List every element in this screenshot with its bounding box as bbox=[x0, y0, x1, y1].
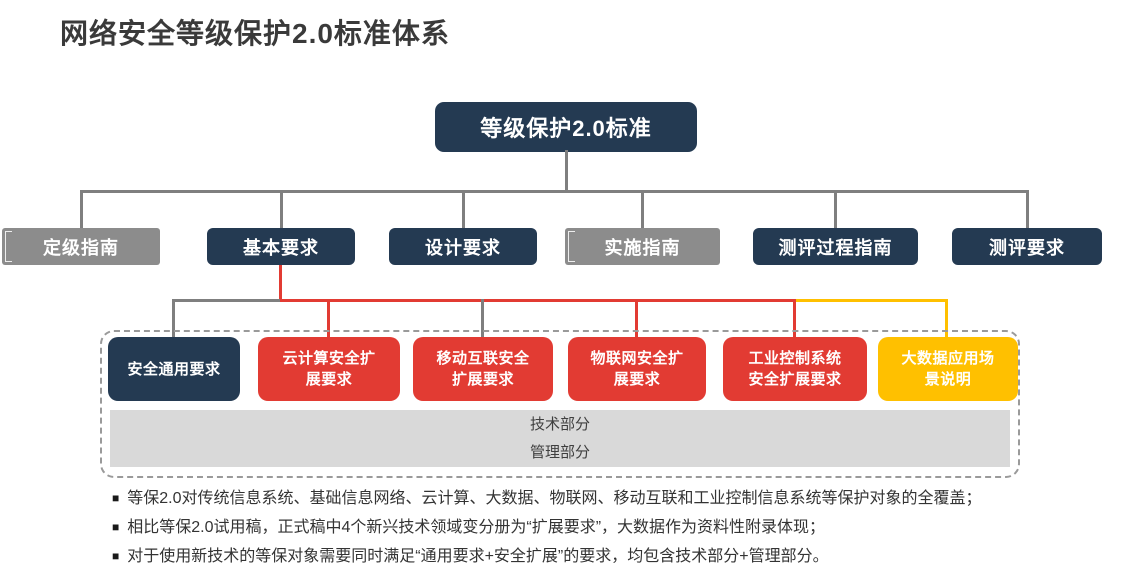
node-label-line: 云计算安全扩 bbox=[282, 350, 376, 367]
node-yidong-hulian-kuozhan: 移动互联安全 扩展要求 bbox=[413, 337, 553, 401]
node-label-line: 景说明 bbox=[924, 371, 972, 388]
note-item: ■ 等保2.0对传统信息系统、基础信息网络、云计算、大数据、物联网、移动互联和工… bbox=[112, 489, 1112, 508]
connector-drop-5 bbox=[834, 190, 837, 230]
connector-drop-3 bbox=[462, 190, 465, 230]
note-text: 等保2.0对传统信息系统、基础信息网络、云计算、大数据、物联网、移动互联和工业控… bbox=[127, 490, 982, 507]
square-bullet-icon: ■ bbox=[112, 491, 120, 505]
connector-drop-4 bbox=[641, 190, 644, 230]
connector-level2-drop-6 bbox=[945, 299, 948, 339]
node-shishi-zhinan: 实施指南 bbox=[565, 228, 720, 265]
note-text: 相比等保2.0试用稿，正式稿中4个新兴技术领域变分册为“扩展要求”，大数据作为资… bbox=[127, 519, 826, 536]
node-label-line: 安全扩展要求 bbox=[748, 371, 842, 388]
connector-level2-drop-3 bbox=[481, 299, 484, 339]
connector-level2-drop-2 bbox=[327, 299, 330, 339]
square-bullet-icon: ■ bbox=[112, 549, 120, 563]
notes-list: ■ 等保2.0对传统信息系统、基础信息网络、云计算、大数据、物联网、移动互联和工… bbox=[112, 489, 1112, 576]
node-label-line: 工业控制系统 bbox=[748, 350, 842, 367]
section-bar-management: 管理部分 bbox=[529, 443, 590, 461]
node-label-line: 移动互联安全 bbox=[436, 350, 530, 367]
note-item: ■ 相比等保2.0试用稿，正式稿中4个新兴技术领域变分册为“扩展要求”，大数据作… bbox=[112, 518, 1112, 537]
connector-level2-drop-1 bbox=[172, 299, 175, 339]
section-bar-technical: 技术部分 bbox=[529, 415, 590, 433]
connector-jiben-vertical bbox=[279, 265, 282, 301]
page-title: 网络安全等级保护2.0标准体系 bbox=[60, 18, 450, 49]
requirements-group-container bbox=[100, 330, 1020, 478]
connector-level2-horizontal-gold bbox=[793, 299, 948, 302]
node-dingji-zhinan: 定级指南 bbox=[2, 228, 160, 265]
node-root: 等级保护2.0标准 bbox=[435, 102, 697, 152]
node-label-line: 展要求 bbox=[305, 371, 353, 388]
node-label: 测评过程指南 bbox=[778, 237, 893, 258]
node-label: 设计要求 bbox=[425, 237, 501, 258]
connector-root-vertical bbox=[565, 150, 568, 192]
note-item: ■ 对于使用新技术的等保对象需要同时满足“通用要求+安全扩展”的要求，均包含技术… bbox=[112, 547, 1112, 566]
section-bar: 技术部分 管理部分 bbox=[110, 410, 1010, 467]
node-label-line: 安全通用要求 bbox=[127, 360, 221, 378]
node-jiben-yaoqiu: 基本要求 bbox=[207, 228, 355, 265]
node-label: 基本要求 bbox=[243, 237, 319, 258]
node-label: 实施指南 bbox=[604, 237, 681, 258]
square-bullet-icon: ■ bbox=[112, 520, 120, 534]
node-yunjisuan-kuozhan: 云计算安全扩 展要求 bbox=[258, 337, 400, 401]
connector-drop-6 bbox=[1026, 190, 1029, 230]
node-dashuju-changjing: 大数据应用场 景说明 bbox=[878, 337, 1018, 401]
connector-level2-horizontal-red bbox=[280, 299, 795, 302]
connector-level2-drop-4 bbox=[635, 299, 638, 339]
node-anquan-tongyong-yaoqiu: 安全通用要求 bbox=[108, 337, 240, 401]
connector-level2-horizontal-gray bbox=[172, 299, 282, 302]
node-ceping-guocheng-zhinan: 测评过程指南 bbox=[753, 228, 918, 265]
node-label: 测评要求 bbox=[989, 237, 1065, 258]
node-wulianwang-kuozhan: 物联网安全扩 展要求 bbox=[568, 337, 706, 401]
connector-drop-1 bbox=[80, 190, 83, 230]
node-sheji-yaoqiu: 设计要求 bbox=[389, 228, 537, 265]
node-label-line: 大数据应用场 bbox=[901, 350, 995, 367]
node-root-label: 等级保护2.0标准 bbox=[480, 116, 652, 141]
node-label-line: 展要求 bbox=[613, 371, 661, 388]
node-label-line: 物联网安全扩 bbox=[590, 350, 684, 367]
node-gongye-kongzhi-kuozhan: 工业控制系统 安全扩展要求 bbox=[723, 337, 867, 401]
node-label: 定级指南 bbox=[43, 237, 119, 258]
connector-drop-2 bbox=[280, 190, 283, 230]
connector-level1-horizontal bbox=[80, 190, 1029, 193]
node-label-line: 扩展要求 bbox=[451, 371, 514, 388]
node-ceping-yaoqiu: 测评要求 bbox=[952, 228, 1102, 265]
connector-level2-drop-5 bbox=[793, 299, 796, 339]
note-text: 对于使用新技术的等保对象需要同时满足“通用要求+安全扩展”的要求，均包含技术部分… bbox=[127, 548, 829, 565]
